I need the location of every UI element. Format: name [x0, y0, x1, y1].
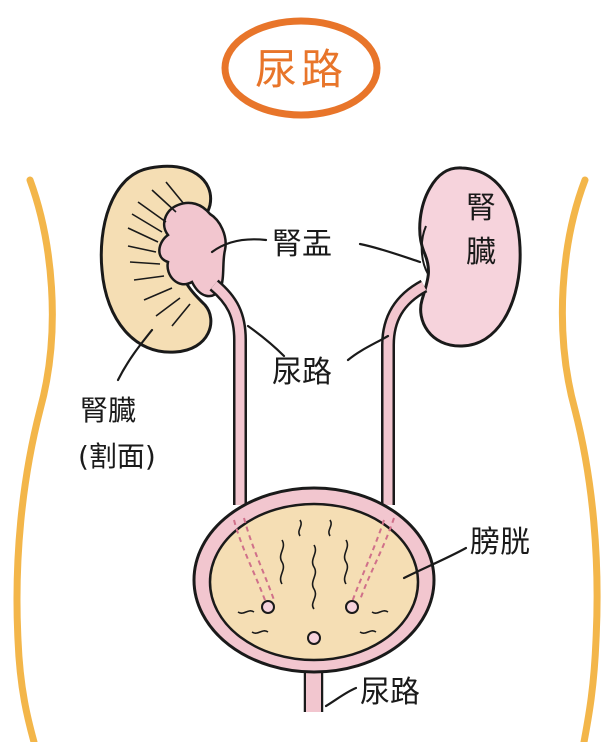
leader-ureter-left: [248, 326, 284, 356]
label-urethra: 尿路: [360, 675, 420, 710]
label-bladder: 膀胱: [470, 525, 530, 560]
kidney-section-icon: [101, 166, 225, 352]
ureteric-orifice-right: [346, 601, 358, 613]
ureter-left-fill: [214, 285, 240, 505]
label-ureter: 尿路: [272, 355, 332, 390]
ureters: [214, 285, 424, 505]
urethral-orifice: [308, 632, 320, 644]
leader-renal-pelvis-right: [360, 244, 420, 262]
leader-urethra: [326, 688, 356, 706]
ureteric-orifice-left: [262, 601, 274, 613]
title-badge: 尿路: [225, 21, 377, 115]
bladder-icon: [194, 488, 434, 672]
label-kidney-right-char2: 臓: [466, 235, 496, 270]
label-renal-pelvis: 腎盂: [272, 227, 332, 262]
body-outline-right: [562, 180, 597, 742]
label-kidney-left: 腎臓: [80, 394, 136, 427]
label-kidney-right-char1: 腎: [466, 191, 496, 226]
body-outline-left: [17, 180, 52, 742]
label-kidney-left-note: (割面): [78, 440, 156, 473]
page-title: 尿路: [255, 45, 347, 94]
